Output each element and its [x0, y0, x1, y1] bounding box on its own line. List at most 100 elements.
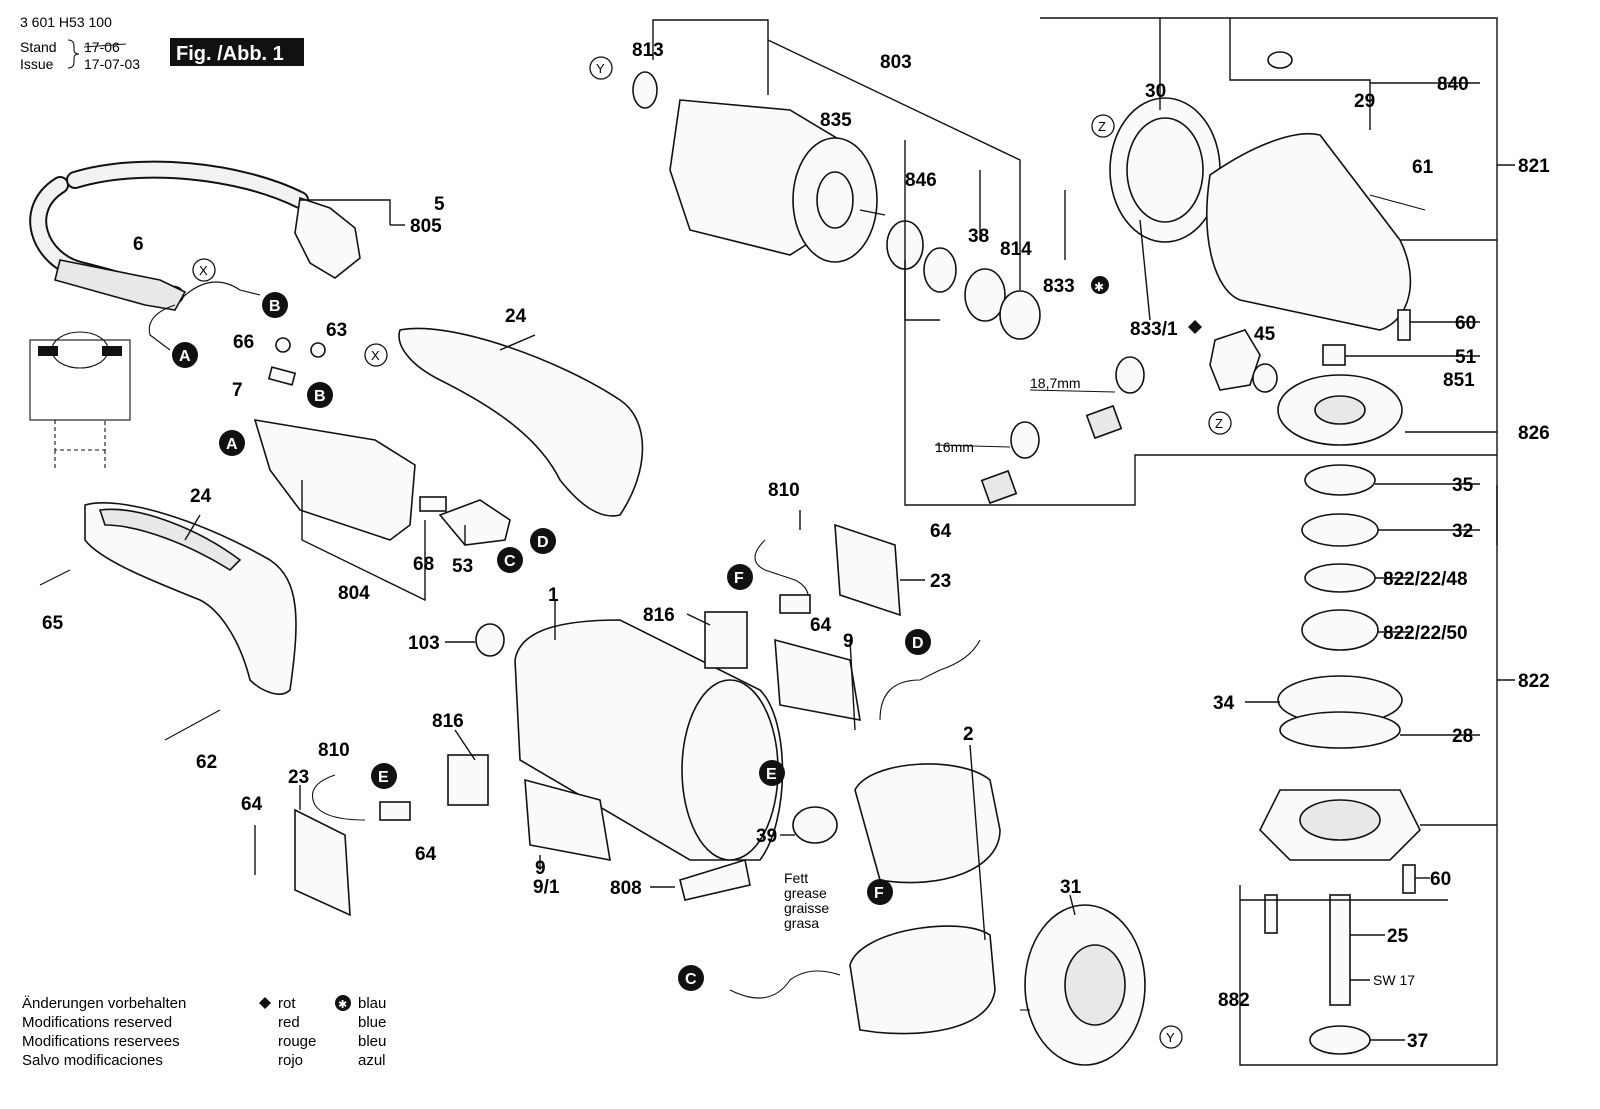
- part-28: 28: [1452, 726, 1473, 747]
- brush-810-top: [779, 594, 811, 614]
- part-808: 808: [610, 878, 642, 899]
- part-53: 53: [452, 556, 473, 577]
- brush-833-1: [1085, 404, 1123, 440]
- spindle-lock-button: [1267, 51, 1293, 69]
- legend-blue-es: azul: [358, 1052, 386, 1069]
- cover-23-bottom: [294, 808, 351, 917]
- strike-line: [83, 43, 127, 48]
- stator-upper: [854, 763, 1001, 884]
- part-sw17: SW 17: [1373, 972, 1415, 988]
- screw-62: [164, 709, 221, 741]
- part-822: 822: [1518, 671, 1550, 692]
- dimension-18-7mm: 18,7mm: [1030, 375, 1081, 391]
- wire-c: [729, 970, 841, 999]
- part-822-22-50: 822/22/50: [1383, 623, 1468, 644]
- brush-holder-833-1: [1115, 356, 1145, 394]
- legend-blue-de: blau: [358, 995, 386, 1012]
- switch-clip: [419, 496, 447, 512]
- part-39: 39: [756, 826, 777, 847]
- part-9-bottom: 9: [535, 858, 546, 879]
- part-illustrations: [29, 51, 1426, 1066]
- part-23-bottom: 23: [288, 767, 309, 788]
- legend-red-de: rot: [278, 995, 296, 1012]
- part-63: 63: [326, 320, 347, 341]
- part-814: 814: [1000, 239, 1032, 260]
- seal-32: [1301, 513, 1379, 547]
- flange-center: [1299, 799, 1381, 841]
- screw-63: [310, 342, 326, 358]
- cover-23-top: [834, 523, 901, 617]
- wire-b: [179, 281, 261, 301]
- connector-c-2: C: [685, 971, 697, 988]
- circlip-822-22-48: [1304, 563, 1376, 593]
- part-9-top: 9: [843, 631, 854, 652]
- connector-c-1: C: [504, 553, 516, 570]
- part-1: 1: [548, 585, 559, 606]
- legend: Änderungen vorbehalten Modifications res…: [22, 995, 386, 1069]
- part-24-left: 24: [190, 486, 212, 507]
- schematic-switch: [54, 420, 106, 470]
- power-cord-upper-fill: [68, 162, 307, 207]
- part-822-22-48: 822/22/48: [1383, 569, 1468, 590]
- ref-x-1: X: [199, 263, 208, 278]
- part-833-1: 833/1: [1130, 319, 1178, 340]
- figure-label-box: [170, 38, 304, 66]
- switch-assembly: [253, 418, 416, 541]
- connector-f-1: F: [734, 570, 744, 587]
- bracket-821-outline: [1040, 17, 1498, 545]
- part-833: 833: [1043, 276, 1075, 297]
- gear-30-hub: [1126, 117, 1204, 223]
- grease-en: grease: [784, 885, 827, 901]
- part-5: 5: [434, 194, 445, 215]
- pinion-45: [1209, 329, 1261, 391]
- gear-housing: [1206, 132, 1412, 331]
- handle-top: [398, 327, 644, 517]
- o-ring-28: [1279, 711, 1401, 749]
- bracket-804: [301, 480, 426, 602]
- part-6: 6: [133, 234, 144, 255]
- part-810-top: 810: [768, 480, 800, 501]
- part-61: 61: [1412, 157, 1434, 178]
- connector-d-1: D: [537, 534, 549, 551]
- part-51: 51: [1455, 347, 1477, 368]
- part-29: 29: [1354, 91, 1375, 112]
- part-37: 37: [1407, 1031, 1428, 1052]
- legend-note-fr: Modifications reservees: [22, 1033, 180, 1050]
- grease-note: Fett grease graisse grasa: [784, 870, 829, 931]
- fan-baffle-center: [1064, 944, 1126, 1026]
- part-851: 851: [1443, 370, 1475, 391]
- legend-note-es: Salvo modificaciones: [22, 1052, 163, 1069]
- part-9-1: 9/1: [533, 877, 560, 898]
- leader-816-top: [686, 613, 711, 626]
- part-846: 846: [905, 170, 937, 191]
- cable-810-bottom: [311, 774, 366, 821]
- bracket-813-803: [652, 19, 769, 60]
- armature-hub: [816, 171, 854, 229]
- rear-handle-grip: [98, 508, 242, 572]
- bearing-35: [1304, 464, 1376, 496]
- legend-note-en: Modifications reserved: [22, 1014, 172, 1031]
- leader-2: [969, 744, 986, 941]
- bushing-51: [1322, 344, 1346, 366]
- leader-9-top: [849, 639, 856, 731]
- leader-846: [904, 260, 940, 321]
- washer-846: [923, 247, 957, 293]
- part-30: 30: [1145, 81, 1166, 102]
- ref-x-2: X: [371, 348, 380, 363]
- part-62: 62: [196, 752, 217, 773]
- part-60a: 60: [1455, 313, 1476, 334]
- part-64-a: 64: [930, 521, 952, 542]
- header: 3 601 H53 100 Stand Issue 17-06 17-07-03…: [20, 14, 304, 72]
- dim-18-7: [1029, 389, 1116, 393]
- screw-61: [1369, 194, 1426, 211]
- part-882: 882: [1218, 990, 1250, 1011]
- part-816-top: 816: [643, 605, 675, 626]
- bevel-gear-hub: [1314, 395, 1366, 425]
- part-65: 65: [42, 613, 64, 634]
- brush-holder-833: [1010, 421, 1040, 459]
- armature-shaft: [859, 209, 886, 216]
- leader-lines: [184, 17, 1515, 1066]
- part-810-bottom: 810: [318, 740, 350, 761]
- brush-right: [102, 346, 122, 356]
- ref-y-2: Y: [1166, 1030, 1175, 1045]
